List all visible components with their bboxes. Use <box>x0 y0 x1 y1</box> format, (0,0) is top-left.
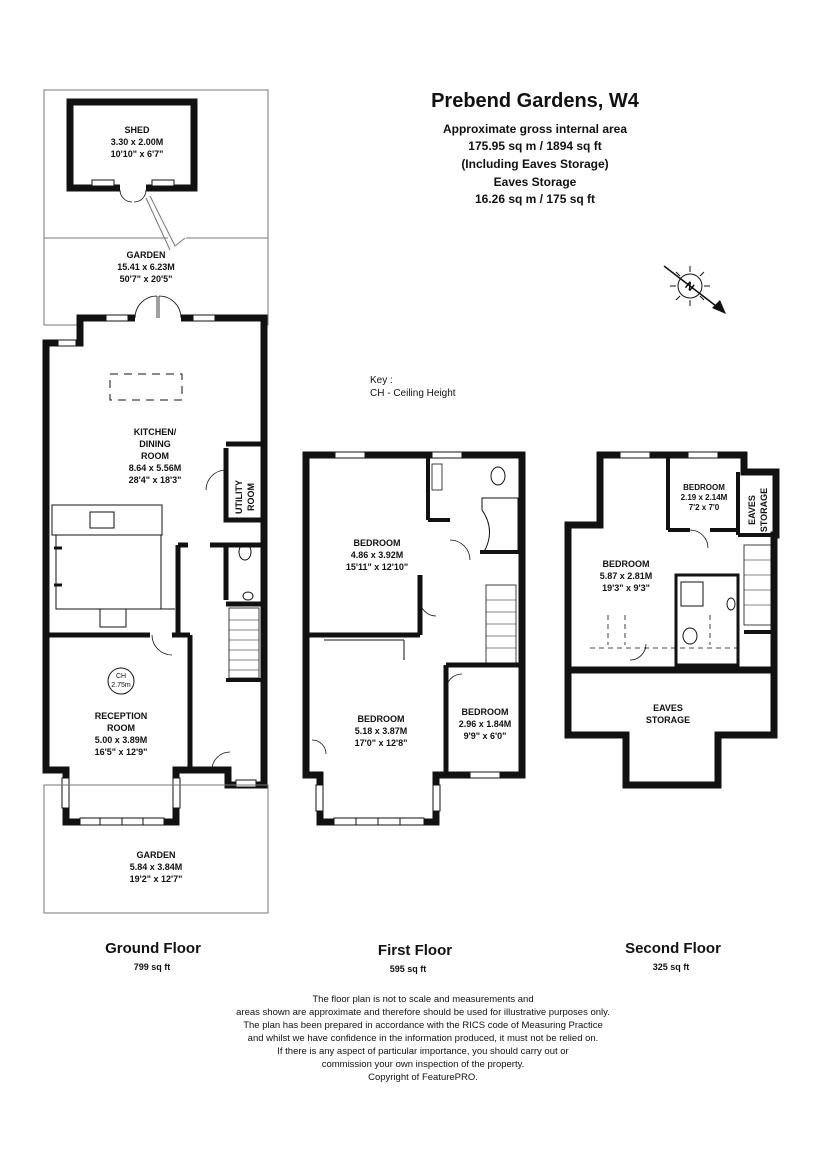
area-line-1: Approximate gross internal area <box>442 122 628 136</box>
room-label-sf-bedroom-2: BEDROOM 2.19 x 2.14M 7'2 x 7'0 <box>680 483 728 512</box>
ground-floor-plan <box>42 89 269 914</box>
room-label-eaves-side: EAVES STORAGE <box>747 487 769 533</box>
property-title: Prebend Gardens, W4 <box>431 90 639 112</box>
floor-name-ground: Ground Floor <box>105 940 201 957</box>
compass-icon: N <box>663 265 726 314</box>
floor-name-first: First Floor <box>377 942 453 959</box>
floor-name-second: Second Floor <box>625 940 721 957</box>
room-label-front-garden: GARDEN 5.84 x 3.84M 19'2" x 12'7" <box>129 850 183 884</box>
area-line-4: Eaves Storage <box>493 175 577 189</box>
room-label-utility: UTILITY ROOM <box>234 480 256 514</box>
area-line-3: (Including Eaves Storage) <box>461 157 609 171</box>
ceiling-height-label: CH 2.75m <box>111 673 131 689</box>
disclaimer-line: areas shown are approximate and therefor… <box>236 1007 610 1018</box>
ground-floor-walls <box>42 314 268 826</box>
disclaimer-line: If there is any aspect of particular imp… <box>277 1046 569 1057</box>
room-label-ff-bedroom-3: BEDROOM 2.96 x 1.84M 9'9" x 6'0" <box>458 707 512 741</box>
room-label-reception: RECEPTION ROOM 5.00 x 3.89M 16'5" x 12'9… <box>94 711 148 757</box>
first-floor-walls <box>302 451 526 826</box>
eaves-storage-walls <box>564 666 778 789</box>
room-label-ff-bedroom-1: BEDROOM 4.86 x 3.92M 15'11" x 12'10" <box>345 538 409 572</box>
room-label-shed: SHED 3.30 x 2.00M 10'10" x 6'7" <box>110 125 164 159</box>
key-item: CH - Ceiling Height <box>370 388 456 399</box>
floor-area-second: 325 sq ft <box>652 962 690 972</box>
room-label-ff-bedroom-2: BEDROOM 5.18 x 3.87M 17'0" x 12'8" <box>354 714 408 748</box>
area-line-2: 175.95 sq m / 1894 sq ft <box>468 139 602 153</box>
second-floor-plan <box>564 451 780 789</box>
floor-area-first: 595 sq ft <box>389 964 427 974</box>
shed-outline <box>66 98 198 192</box>
disclaimer-line: The floor plan is not to scale and measu… <box>312 994 534 1005</box>
floor-area-ground: 799 sq ft <box>133 962 171 972</box>
room-label-rear-garden: GARDEN 15.41 x 6.23M 50'7" x 20'5" <box>117 250 175 284</box>
front-garden-boundary <box>43 784 269 914</box>
disclaimer-line: commission your own inspection of the pr… <box>321 1059 525 1070</box>
disclaimer-line: Copyright of FeaturePRO. <box>368 1072 478 1083</box>
disclaimer-line: The plan has been prepared in accordance… <box>243 1020 603 1031</box>
room-label-eaves-main: EAVES STORAGE <box>645 703 691 725</box>
area-line-5: 16.26 sq m / 175 sq ft <box>474 192 596 206</box>
room-label-sf-bedroom-1: BEDROOM 5.87 x 2.81M 19'3" x 9'3" <box>599 559 653 593</box>
room-label-kitchen: KITCHEN/ DINING ROOM 8.64 x 5.56M 28'4" … <box>128 427 182 485</box>
first-floor-plan <box>302 451 526 826</box>
disclaimer-line: and whilst we have confidence in the inf… <box>247 1033 599 1044</box>
disclaimer: The floor plan is not to scale and measu… <box>180 993 666 1084</box>
ceiling-height-marker <box>107 667 135 695</box>
key-title: Key : <box>370 375 393 386</box>
